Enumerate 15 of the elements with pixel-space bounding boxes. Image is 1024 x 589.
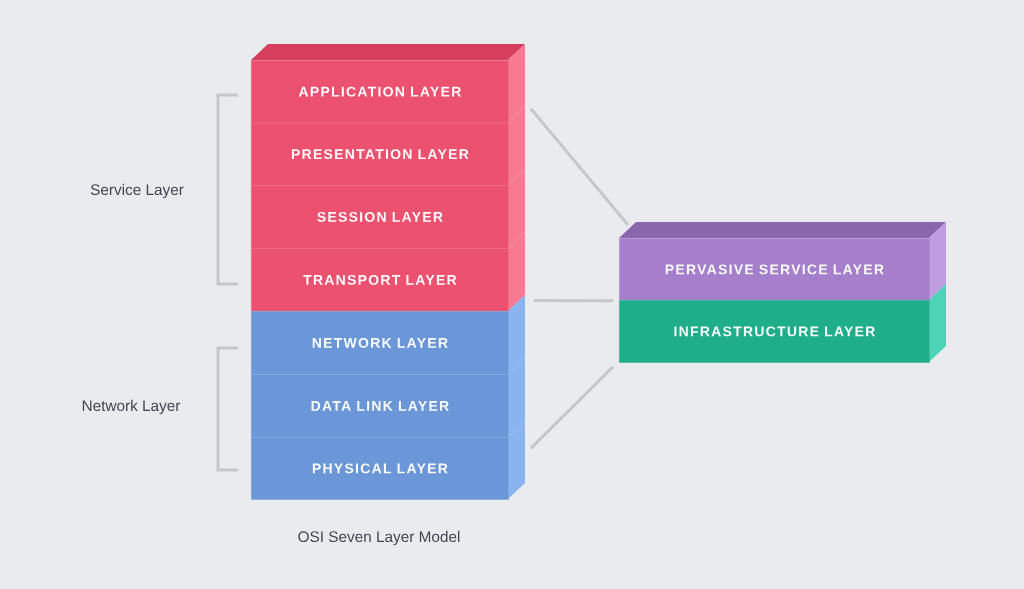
layer-box: PHYSICAL LAYER	[251, 421, 525, 500]
caption: OSI Seven Layer Model	[298, 530, 460, 546]
layer-box: TRANSPORT LAYER	[251, 232, 525, 312]
side-label: Service Layer	[90, 183, 184, 199]
side-label: Network Layer	[82, 399, 181, 415]
layer-box: PERVASIVE SERVICE LAYER	[619, 222, 946, 301]
layer-box: PRESENTATION LAYER	[251, 106, 525, 186]
layer-box: DATA LINK LAYER	[251, 358, 525, 438]
layer-box: NETWORK LAYER	[251, 295, 525, 375]
connector-line	[529, 365, 615, 450]
layer-box: SESSION LAYER	[251, 169, 525, 249]
connector-line	[533, 298, 613, 303]
layer-box: APPLICATION LAYER	[251, 44, 525, 124]
connector-line	[529, 107, 630, 226]
layer-box: INFRASTRUCTURE LAYER	[619, 284, 946, 363]
